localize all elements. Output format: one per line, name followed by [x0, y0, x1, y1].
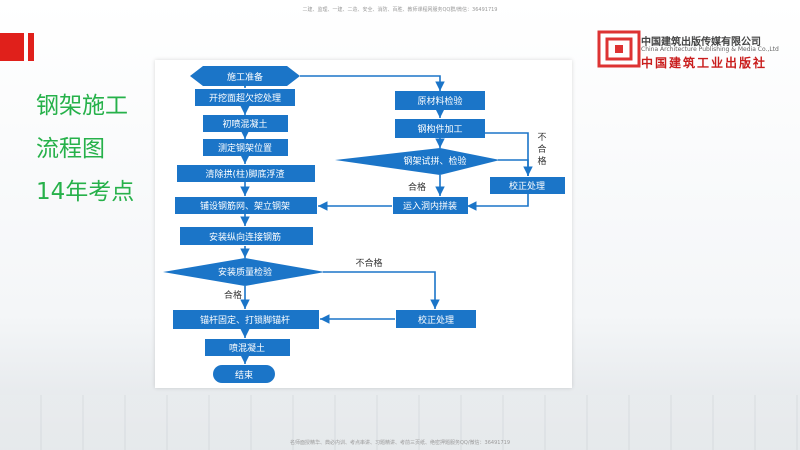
label-fail-main: 不合格: [355, 257, 382, 269]
publisher-name-cn: 中国建筑出版传媒有限公司: [641, 37, 761, 48]
label-fail-right-1: 不: [537, 132, 546, 143]
flow-shapes: 施工准备 开挖面超欠挖处理 初喷混凝土 测定钢架位置 清除拱(柱)脚底浮渣 铺设…: [163, 66, 565, 383]
flow-right-step-2: 钢构件加工: [417, 123, 462, 135]
label-fail-right-2: 合: [537, 143, 546, 155]
flow-step-6: 安装纵向连接钢筋: [209, 231, 281, 243]
flowchart-panel: 施工准备 开挖面超欠挖处理 初喷混凝土 测定钢架位置 清除拱(柱)脚底浮渣 铺设…: [155, 60, 572, 388]
slide-title-line-3: 14年考点: [36, 179, 135, 205]
red-accent-bar-small: [28, 33, 34, 61]
flow-transport: 运入洞内拼装: [403, 200, 457, 212]
publisher-name-en: China Architecture Publishing & Media Co…: [641, 46, 779, 53]
flow-step-4: 清除拱(柱)脚底浮渣: [205, 168, 284, 180]
flow-step-3: 测定钢架位置: [218, 142, 272, 154]
flow-end: 结束: [235, 369, 253, 381]
flow-step-anchor: 锚杆固定、打锁脚锚杆: [200, 314, 290, 326]
publisher-logo-icon: [597, 30, 641, 68]
label-fail-right-3: 格: [537, 155, 546, 167]
top-note: 二建、监理、一建、二造、安全、消防、百胜、教师课程网服务QQ群/微信：36491…: [302, 7, 498, 13]
bottom-note: 名师面授精华、典必内训、考点串讲、习题精讲、考前三页纸、绝密押题服务QQ/微信：…: [289, 440, 510, 446]
publisher-name-cn-2: 中国建筑工业出版社: [641, 56, 768, 70]
flow-start: 施工准备: [227, 71, 263, 83]
red-accent-bar: [0, 33, 24, 61]
flow-step-shotcrete: 喷混凝土: [229, 342, 265, 354]
flow-fix-right: 校正处理: [509, 180, 545, 192]
slide-title-line-2: 流程图: [36, 136, 105, 162]
flow-decision-main: 安装质量检验: [218, 266, 272, 278]
flow-fix-main: 校正处理: [418, 314, 454, 326]
flow-step-1: 开挖面超欠挖处理: [209, 92, 281, 104]
label-pass-right: 合格: [408, 181, 426, 193]
label-pass-main: 合格: [224, 289, 242, 301]
flow-step-2: 初喷混凝土: [222, 118, 267, 130]
background-floor: [0, 395, 800, 450]
flow-decision-right: 钢架试拼、检验: [403, 155, 466, 167]
slide-title-line-1: 钢架施工: [36, 93, 128, 119]
flowchart: 施工准备 开挖面超欠挖处理 初喷混凝土 测定钢架位置 清除拱(柱)脚底浮渣 铺设…: [163, 66, 565, 383]
flow-right-step-1: 原材料检验: [417, 95, 462, 107]
flow-step-5: 铺设钢筋网、架立钢架: [200, 200, 290, 212]
